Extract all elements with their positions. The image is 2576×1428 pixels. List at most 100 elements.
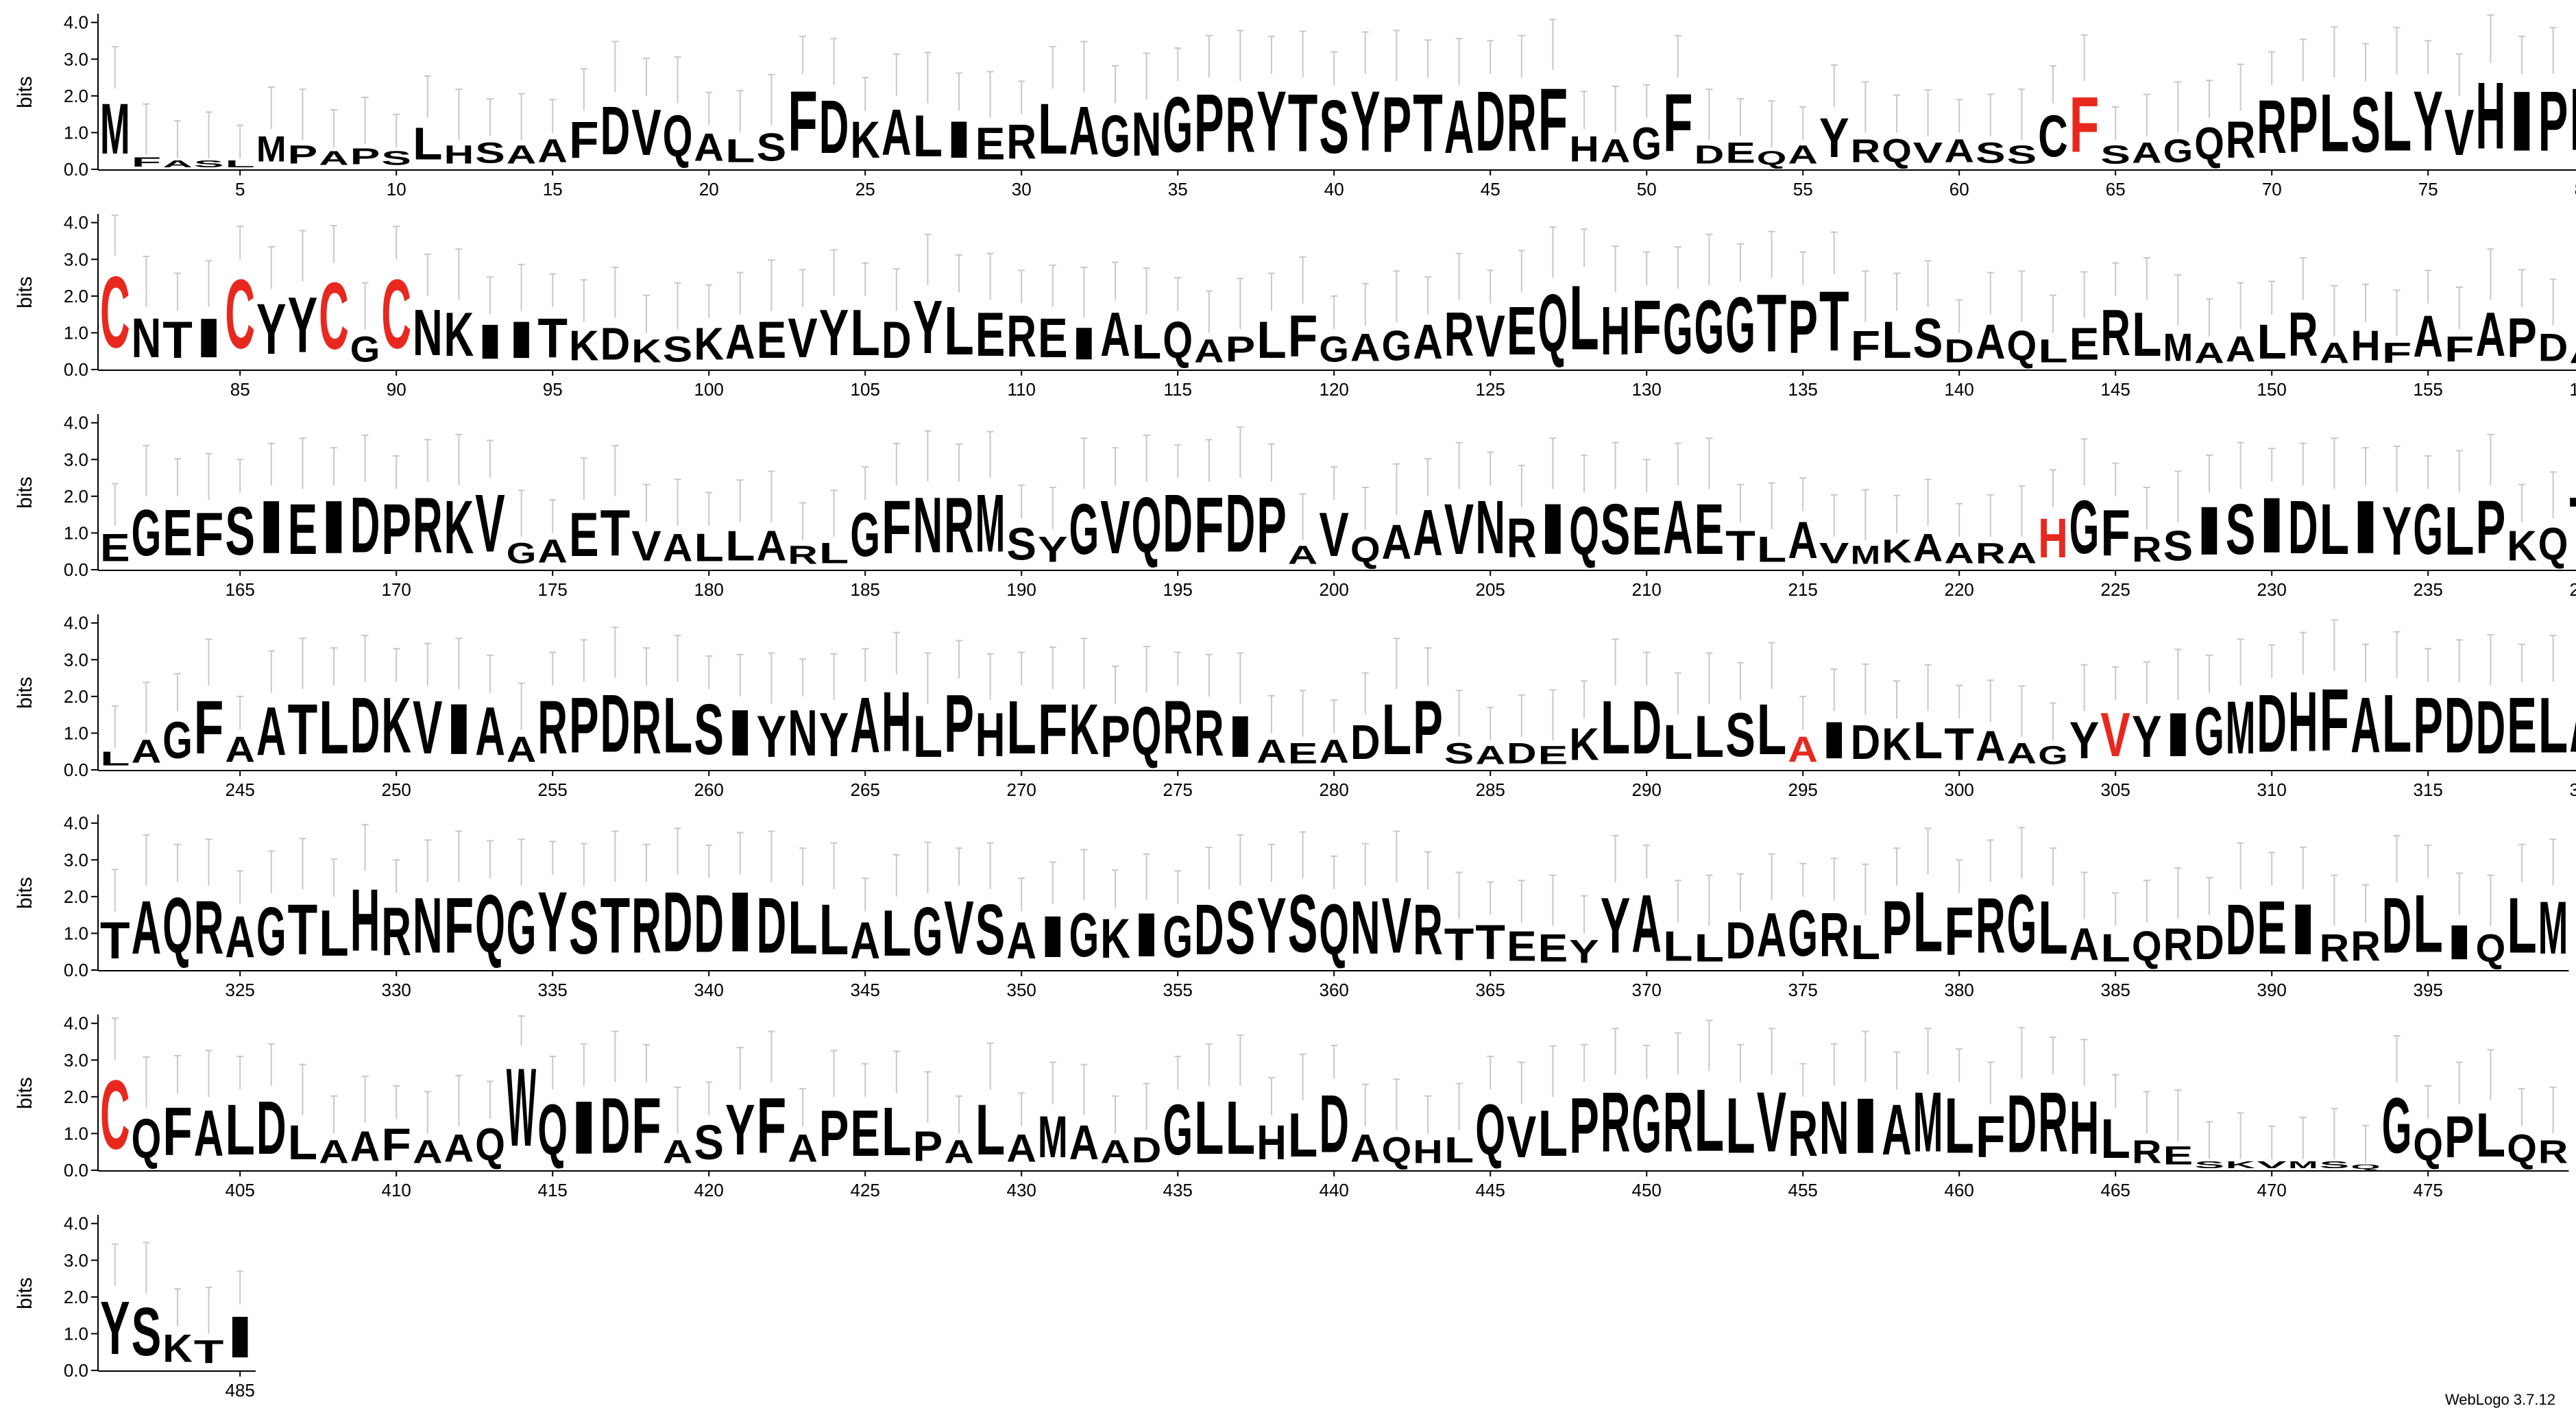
residue-68: Q	[2194, 119, 2224, 170]
residue-61: S	[1976, 136, 2006, 169]
residue-321: T	[100, 911, 130, 970]
residue-426: L	[882, 1093, 912, 1170]
residue-155: A	[2413, 303, 2443, 369]
residue-403: F	[162, 1093, 193, 1170]
residue-438: H	[1256, 1115, 1287, 1170]
x-tick-label: 195	[1163, 579, 1193, 600]
x-tick-label: 320	[2570, 779, 2576, 800]
y-tick-label: 1.0	[64, 923, 88, 943]
residue-22: S	[757, 125, 787, 169]
y-tick-label: 3.0	[64, 249, 88, 269]
residue-182: A	[757, 522, 787, 570]
residue-274: Q	[1132, 693, 1162, 770]
residue-314: L	[2382, 678, 2412, 770]
residue-60: A	[1944, 132, 1974, 169]
residue-405: L	[225, 1090, 255, 1170]
y-tick-label: 3.0	[64, 1050, 88, 1070]
residue-294: L	[1757, 690, 1787, 770]
residue-33: G	[1100, 104, 1130, 169]
residue-117: P	[1226, 329, 1256, 370]
residue-308: G	[2194, 693, 2224, 770]
x-tick-label: 470	[2257, 1180, 2287, 1200]
x-tick-label: 160	[2570, 379, 2576, 400]
residue-249: D	[350, 682, 380, 770]
x-tick-label: 375	[1788, 980, 1818, 1000]
residue-45: D	[1475, 74, 1505, 169]
residue-365: T	[1475, 915, 1505, 970]
x-tick-label: 380	[1945, 980, 1974, 1000]
residue-285: A	[1475, 740, 1505, 770]
y-tick-label: 4.0	[64, 413, 88, 433]
residue-180: L	[694, 525, 724, 570]
residue-482: S	[132, 1293, 162, 1370]
residue-428: A	[944, 1133, 974, 1170]
y-tick-label: 3.0	[64, 449, 88, 470]
residue-413: Q	[475, 1120, 505, 1171]
residue-261: I	[725, 696, 755, 770]
residue-210: E	[1631, 492, 1662, 570]
residue-373: D	[1725, 911, 1755, 969]
residue-241: L	[100, 748, 130, 770]
residue-383: L	[2038, 885, 2068, 969]
residue-120: G	[1319, 329, 1349, 370]
residue-452: L	[1694, 1072, 1725, 1170]
x-tick-label: 70	[2262, 179, 2282, 199]
residue-216: V	[1819, 537, 1849, 570]
residue-55: A	[1788, 140, 1818, 169]
residue-12: H	[444, 140, 474, 169]
residue-18: V	[631, 97, 661, 169]
residue-434: D	[1132, 1130, 1162, 1170]
residue-303: G	[2038, 741, 2068, 770]
x-tick-label: 440	[1320, 1180, 1349, 1200]
residue-376: R	[1819, 901, 1849, 970]
residue-24: D	[819, 85, 849, 169]
residue-71: P	[2288, 80, 2318, 169]
residue-44: A	[1444, 85, 1474, 169]
residue-444: L	[1444, 1130, 1474, 1170]
x-tick-label: 370	[1632, 980, 1662, 1000]
residue-324: R	[194, 886, 224, 970]
residue-43: T	[1413, 77, 1443, 169]
residue-305: V	[2100, 699, 2130, 769]
residue-207: I	[1538, 489, 1568, 569]
residue-153: H	[2350, 322, 2381, 370]
residue-233: I	[2350, 485, 2381, 569]
residue-38: Y	[1256, 74, 1287, 169]
x-tick-label: 130	[1632, 379, 1662, 400]
residue-265: A	[850, 682, 880, 770]
residue-340: D	[694, 878, 724, 970]
y-tick-label: 3.0	[64, 849, 88, 870]
residue-25: K	[850, 110, 880, 169]
residue-276: R	[1194, 697, 1224, 769]
x-tick-label: 310	[2257, 779, 2287, 800]
residue-372: L	[1694, 925, 1725, 970]
residue-326: G	[256, 893, 287, 970]
residue-193: V	[1100, 485, 1130, 570]
residue-52: D	[1694, 140, 1725, 169]
residue-230: I	[2257, 482, 2287, 570]
residue-309: M	[2226, 686, 2256, 770]
residue-184: L	[819, 537, 849, 570]
residue-159: D	[2538, 326, 2568, 370]
residue-70: R	[2257, 85, 2287, 169]
residue-29: E	[975, 119, 1006, 170]
residue-132: G	[1694, 285, 1725, 369]
x-tick-label: 150	[2257, 379, 2287, 400]
x-tick-label: 280	[1320, 779, 1349, 800]
residue-344: L	[819, 890, 849, 970]
residue-387: R	[2163, 918, 2194, 970]
y-tick-label: 0.0	[64, 159, 88, 180]
residue-141: A	[1976, 315, 2006, 370]
residue-123: A	[1413, 315, 1443, 370]
residue-27: L	[913, 103, 943, 169]
x-tick-label: 275	[1163, 779, 1193, 800]
residue-297: D	[1851, 715, 1881, 770]
residue-16: F	[569, 110, 599, 169]
residue-306: Y	[2132, 704, 2162, 770]
residue-167: E	[288, 489, 318, 570]
residue-168: I	[319, 485, 349, 569]
residue-93: I	[475, 315, 505, 370]
